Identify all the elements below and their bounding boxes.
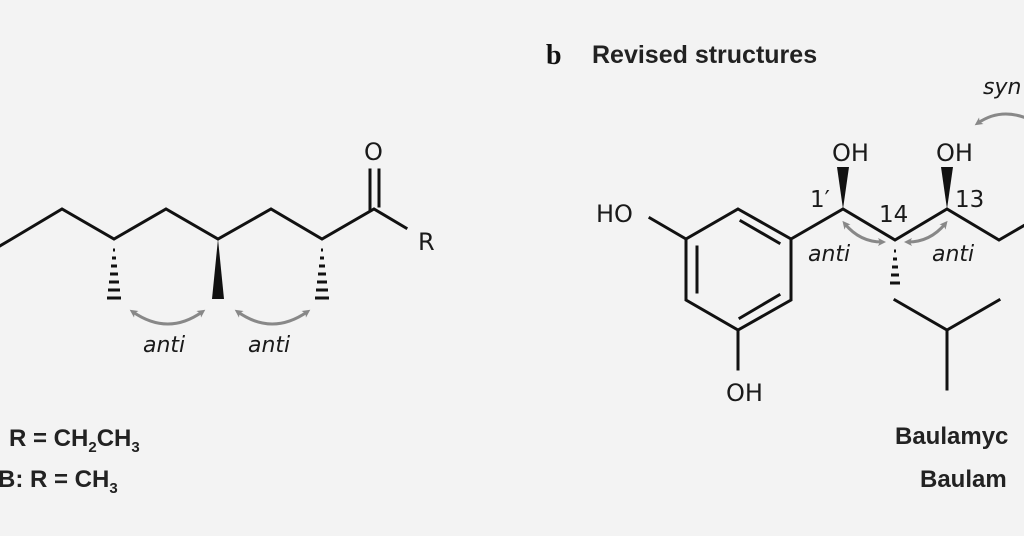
wedge-bond <box>212 239 224 299</box>
anti-label: anti <box>932 242 974 267</box>
compound-line-2: B: R = CH3 <box>0 466 118 497</box>
panel-title: Revised structures <box>592 41 817 69</box>
anti-arrow <box>842 220 886 246</box>
oh-label: OH <box>832 139 869 167</box>
syn-arrow <box>974 112 1024 126</box>
oh-label: OH <box>936 139 973 167</box>
anti-arrow <box>129 309 206 326</box>
anti-arrow <box>904 220 948 246</box>
ring-double-bond <box>737 292 782 321</box>
locant-1prime: 1′ <box>810 187 830 213</box>
r-group-label: R <box>418 228 435 256</box>
benzene-ring <box>684 207 793 332</box>
anti-arrow <box>234 309 311 326</box>
hash-bond <box>315 248 329 300</box>
anti-label: anti <box>248 333 290 358</box>
ho-bond <box>647 215 689 242</box>
syn-label: syn <box>983 75 1021 100</box>
wedge-bond <box>837 167 849 209</box>
compound-name: Baulam <box>920 466 1007 493</box>
isobutyl <box>892 297 1002 332</box>
compound-name: Baulamyc <box>895 423 1008 450</box>
left-molecule: O R anti anti R = CH2CH3 B: R = CH3 <box>0 138 435 497</box>
right-molecule: HO OH OH OH 1′ 14 13 anti anti syn Baula… <box>596 75 1024 493</box>
locant-14: 14 <box>879 202 908 228</box>
hash-bond <box>890 249 900 285</box>
locant-13: 13 <box>955 187 984 213</box>
ho-label: HO <box>596 200 633 228</box>
panel-letter: b <box>546 40 562 71</box>
wedge-bond <box>941 167 953 209</box>
ring-double-bond <box>738 218 782 246</box>
anti-label: anti <box>808 242 850 267</box>
anti-label: anti <box>143 333 185 358</box>
hash-bond <box>107 248 121 300</box>
carbonyl-oxygen: O <box>364 138 383 166</box>
compound-line-1: R = CH2CH3 <box>9 425 140 456</box>
oh-label: OH <box>726 379 763 407</box>
carbon-chain <box>0 207 409 248</box>
